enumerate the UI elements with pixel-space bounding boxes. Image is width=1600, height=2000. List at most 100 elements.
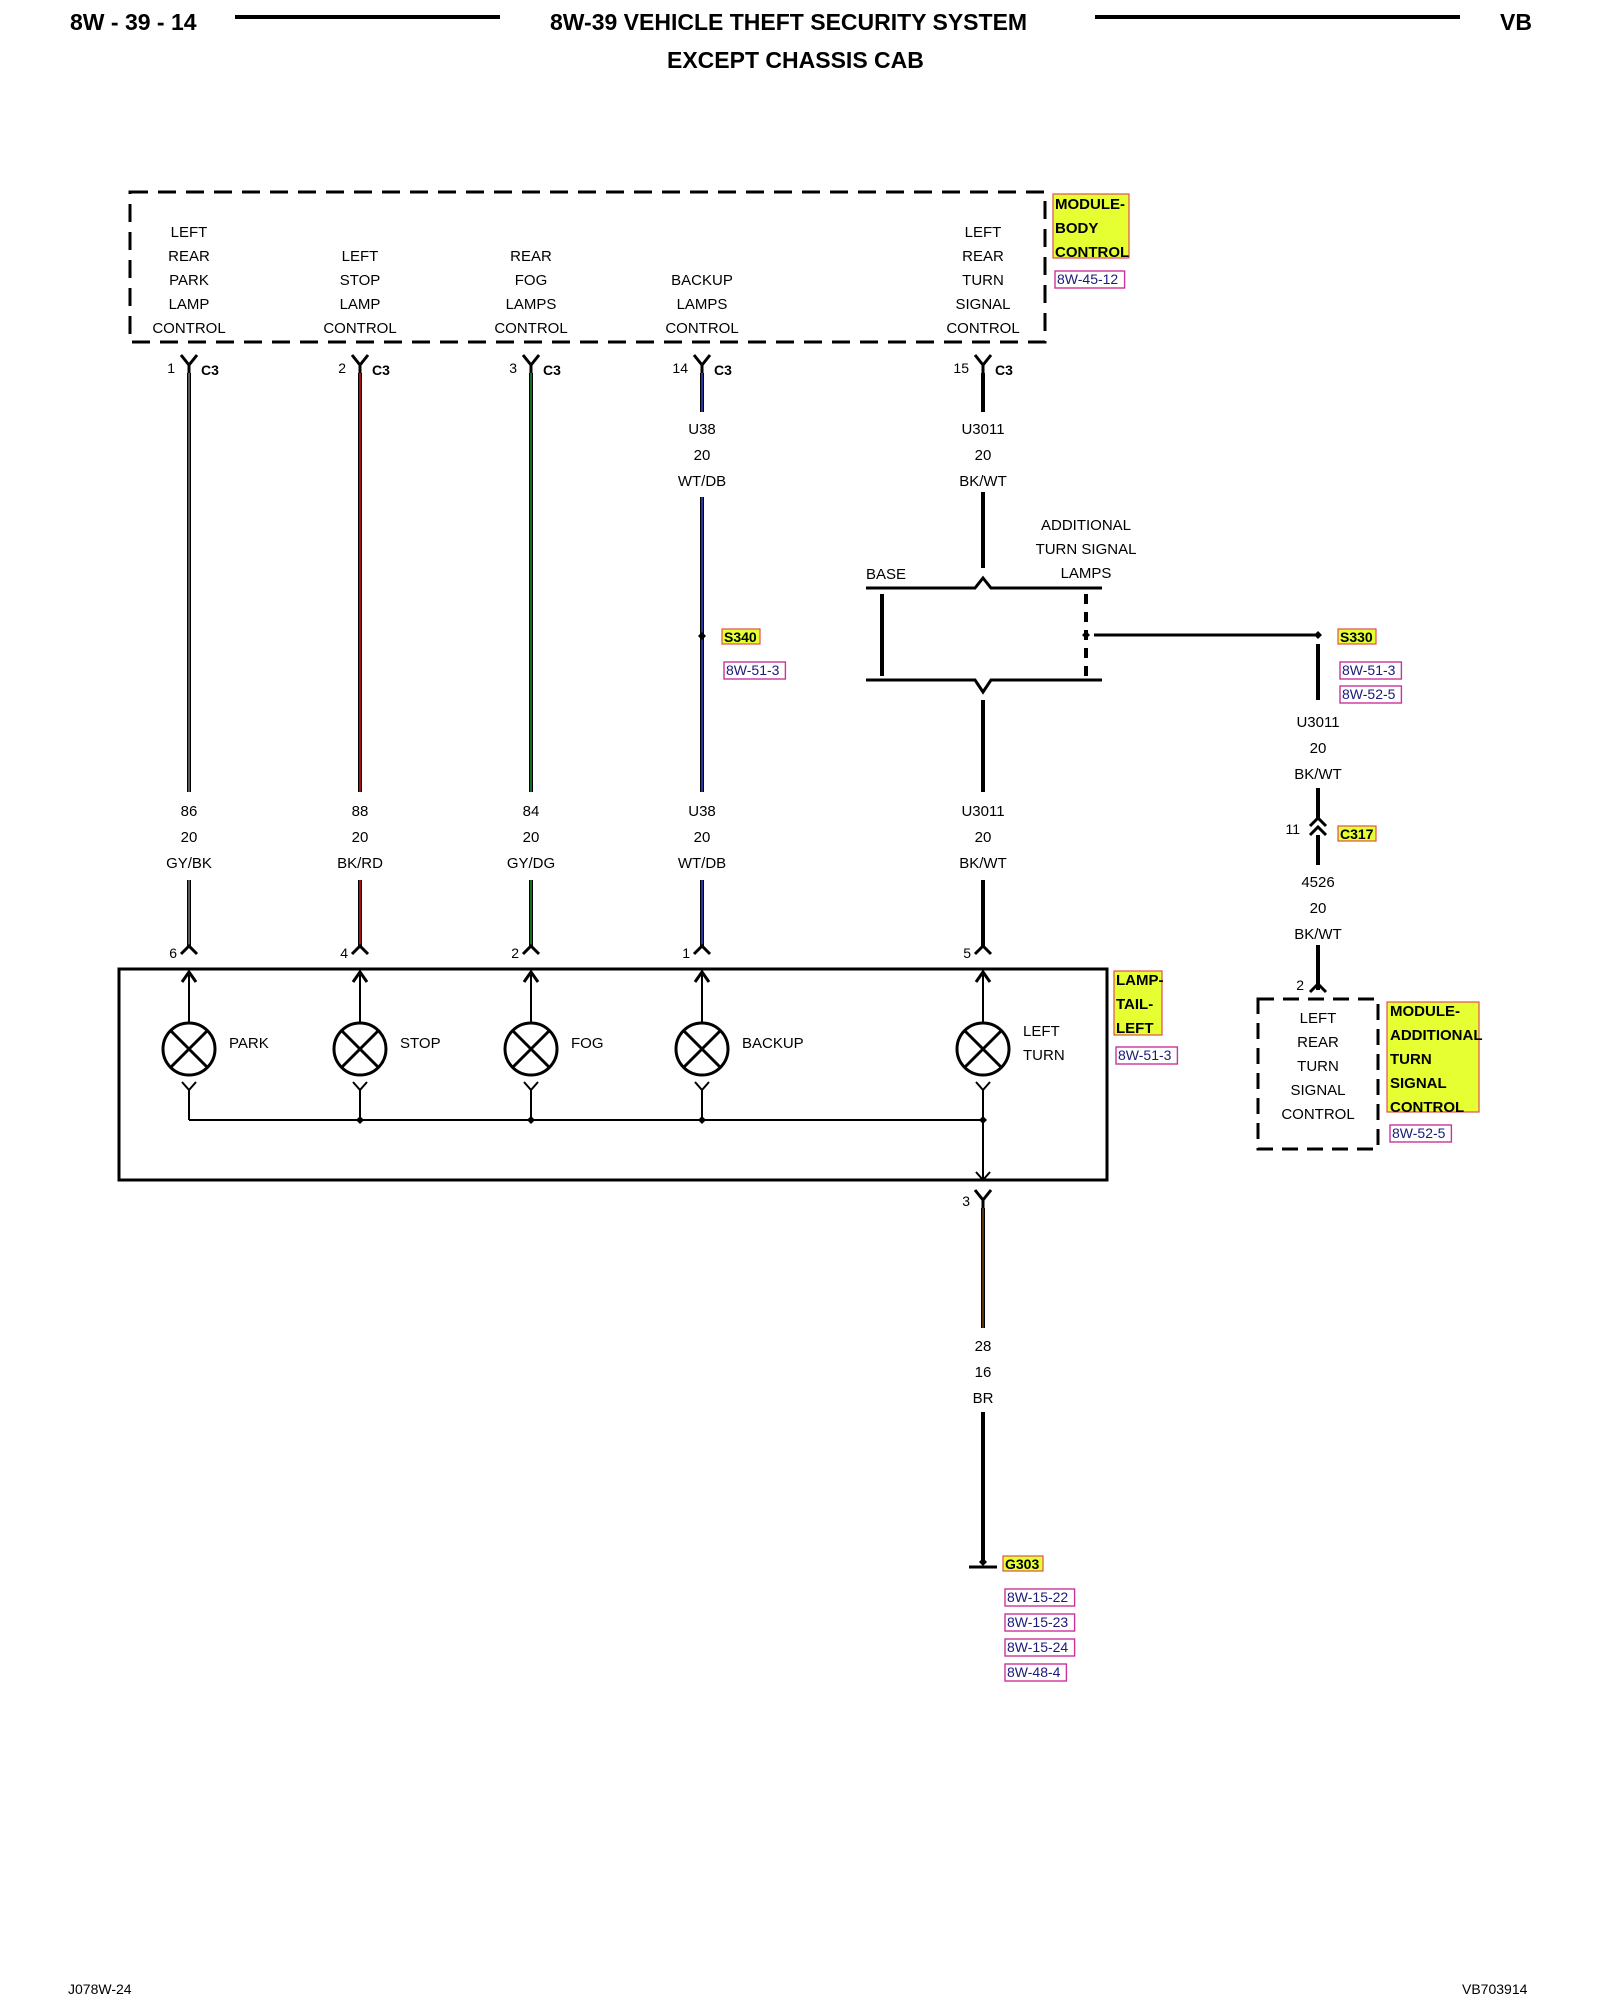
tail-lamp-pin-number: 5	[963, 945, 971, 961]
bcm-connector-c3-fork	[521, 354, 541, 373]
bcm-connector-id: C3	[995, 362, 1013, 378]
ats-module-name: TURN	[1390, 1051, 1432, 1068]
s330-ref-box	[1339, 661, 1403, 680]
bulb-ground-lead	[694, 1081, 710, 1120]
c317-connector-top	[1308, 815, 1328, 828]
g303-ground-id: G303	[1005, 1556, 1039, 1572]
ground-lead-arrow	[975, 1171, 991, 1182]
body-control-module-name: BODY	[1055, 220, 1098, 237]
bcm-output-label: REAR	[510, 248, 552, 265]
ats-pin-number: 2	[1296, 977, 1304, 993]
ats-module-name: MODULE-	[1390, 1003, 1460, 1020]
s330-splice-id: S330	[1340, 629, 1373, 645]
ats-module-function-label: TURN	[1297, 1058, 1339, 1075]
c317-wire-label: 4526	[1301, 874, 1334, 891]
option-additional-turn-signal-label: TURN SIGNAL	[1036, 541, 1137, 558]
g303-ref-box	[1004, 1588, 1076, 1607]
bulb-arrow	[180, 969, 198, 983]
bcm-pin-number: 3	[509, 360, 517, 376]
u38-upper-wire-label: WT/DB	[678, 473, 726, 490]
tail-lamp-ground-pin: 3	[962, 1193, 970, 1209]
tail-lamp-wire-label: 20	[694, 829, 711, 846]
tail-lamp-pin-connector	[692, 943, 712, 956]
bulb-ground-lead	[181, 1081, 197, 1120]
option-additional-turn-signal-label: LAMPS	[1061, 565, 1112, 582]
u38-upper-wire-label: U38	[688, 421, 716, 438]
bulb-arrow	[522, 969, 540, 983]
s340-highlight	[721, 628, 761, 645]
bcm-output-label: LAMP	[169, 296, 210, 313]
ats-module-name: CONTROL	[1390, 1099, 1464, 1116]
bcm-pin-number: 1	[167, 360, 175, 376]
tail-lamp-wire-label: BK/RD	[337, 855, 383, 872]
tail-lamp-wire-label: 20	[523, 829, 540, 846]
bcm-connector-c3-fork	[692, 354, 712, 373]
u3011-upper-wire-label: U3011	[961, 421, 1004, 438]
footer-right-code: VB703914	[1462, 1981, 1528, 1997]
bcm-output-label: REAR	[168, 248, 210, 265]
ats-module-function-label: SIGNAL	[1290, 1082, 1345, 1099]
tail-lamp-name: LEFT	[1116, 1020, 1154, 1037]
tail-lamp-name-highlight	[1113, 970, 1163, 1036]
bcm-output-label: CONTROL	[323, 320, 396, 337]
body-control-module-ref: 8W-45-12	[1057, 271, 1118, 287]
diagram-title: 8W-39 VEHICLE THEFT SECURITY SYSTEM	[550, 9, 1028, 35]
lamp-bulb-icon	[503, 1021, 559, 1077]
bcm-output-label: PARK	[169, 272, 209, 289]
bcm-output-label: LEFT	[342, 248, 379, 265]
option-base-label: BASE	[866, 566, 906, 583]
s340-splice-dot	[698, 632, 706, 640]
ats-module-function-label: CONTROL	[1281, 1106, 1354, 1123]
ground-wire-label: BR	[973, 1390, 994, 1407]
g303-ref: 8W-15-22	[1007, 1589, 1068, 1605]
ground-wire-label: 16	[975, 1364, 992, 1381]
ats-module-function-label: LEFT	[1300, 1010, 1337, 1027]
bcm-output-label: BACKUP	[671, 272, 733, 289]
ats-module-connector	[1308, 981, 1328, 994]
tail-lamp-wire-label: BK/WT	[959, 855, 1007, 872]
tail-lamp-wire-label: 84	[523, 803, 540, 820]
s330-wire-label: 20	[1310, 740, 1327, 757]
ats-module-name: ADDITIONAL	[1390, 1027, 1483, 1044]
u38-upper-wire-label: 20	[694, 447, 711, 464]
ground-symbol-dot	[979, 1558, 987, 1566]
tail-lamp-wire-label: 20	[975, 829, 992, 846]
tail-lamp-pin-number: 2	[511, 945, 519, 961]
c317-wire-label: 20	[1310, 900, 1327, 917]
lamp-bulb-icon	[161, 1021, 217, 1077]
tail-lamp-pin-connector	[521, 943, 541, 956]
s330-highlight	[1337, 628, 1377, 645]
lamp-bulb-icon-cross	[340, 1029, 380, 1069]
bcm-connector-c3-fork	[973, 354, 993, 373]
bcm-output-label: REAR	[962, 248, 1004, 265]
tail-lamp-wire-label: 20	[352, 829, 369, 846]
c317-connector-id: C317	[1340, 826, 1374, 842]
tail-lamp-ref-box	[1115, 1046, 1179, 1065]
body-control-module-name-highlight	[1052, 193, 1130, 259]
bulb-label: BACKUP	[742, 1035, 804, 1052]
ground-bus-junction-dot	[698, 1116, 706, 1124]
ats-module-ref: 8W-52-5	[1392, 1125, 1446, 1141]
bcm-connector-c3-fork	[350, 354, 370, 373]
s330-ref: 8W-51-3	[1342, 662, 1396, 678]
s330-ref-box	[1339, 685, 1403, 704]
g303-ref: 8W-15-23	[1007, 1614, 1068, 1630]
bcm-output-label: LAMPS	[506, 296, 557, 313]
bcm-output-label: CONTROL	[152, 320, 225, 337]
bcm-output-label: CONTROL	[494, 320, 567, 337]
bulb-label: STOP	[400, 1035, 441, 1052]
tail-lamp-wire-label: 88	[352, 803, 369, 820]
bcm-connector-id: C3	[201, 362, 219, 378]
bulb-ground-lead	[523, 1081, 539, 1120]
bcm-output-label: TURN	[962, 272, 1004, 289]
tail-lamp-wire-label: GY/DG	[507, 855, 555, 872]
additional-turn-splice-dot	[1082, 631, 1090, 639]
ground-wire-label: 28	[975, 1338, 992, 1355]
tail-lamp-name: TAIL-	[1116, 996, 1153, 1013]
bcm-output-label: LAMP	[340, 296, 381, 313]
g303-ref-box	[1004, 1613, 1076, 1632]
bulb-ground-lead	[352, 1081, 368, 1120]
g303-ref: 8W-15-24	[1007, 1639, 1068, 1655]
g303-highlight	[1002, 1555, 1044, 1572]
lamp-bulb-icon-cross	[169, 1029, 209, 1069]
